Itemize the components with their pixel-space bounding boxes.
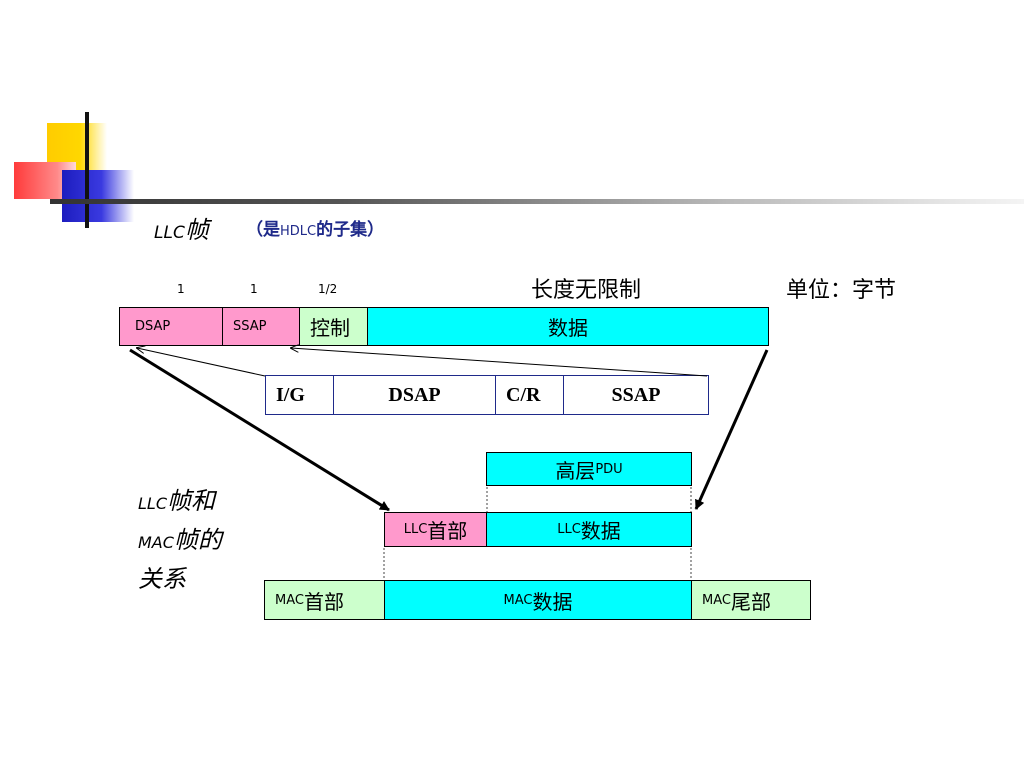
llc-header-cjk: 首部 (427, 519, 468, 543)
relation-caption: LLC帧和 MAC帧的 关系 (138, 483, 222, 597)
arrow-to-llc-header (129, 348, 390, 512)
size-control: 1/2 (318, 282, 338, 296)
page-subtitle: （是HDLC的子集） (246, 215, 384, 240)
length-note: 长度无限制 (531, 278, 642, 303)
addr-cr-label: C/R (506, 383, 541, 406)
deco-vertical-line (85, 112, 89, 228)
llc-header-latin: LLC (403, 522, 428, 537)
expand-line-right (291, 348, 708, 377)
addr-dsap-cell: DSAP (333, 375, 496, 415)
upper-pdu-cjk: 高层 (555, 458, 596, 483)
upper-pdu-latin: PDU (595, 461, 623, 477)
relation-frame-and: 帧和 (167, 487, 215, 515)
deco-horizontal-rule (50, 199, 1024, 204)
title-frame: 帧 (184, 216, 209, 244)
addr-ssap-label: SSAP (611, 383, 661, 406)
llc-control-cell: 控制 (299, 307, 368, 346)
addr-ig-cell: I/G (265, 375, 334, 415)
mac-header-latin: MAC (275, 592, 304, 608)
mac-trailer-cjk: 尾部 (730, 589, 771, 614)
mac-header-cjk: 首部 (303, 589, 344, 614)
relation-line-2: MAC帧的 (138, 522, 222, 561)
unit-note: 单位：字节 (786, 278, 897, 303)
subtitle-hdlc: HDLC (280, 224, 317, 239)
mac-trailer-latin: MAC (702, 592, 731, 608)
llc-dsap-cell: DSAP (119, 307, 223, 346)
llc-dsap-label: DSAP (135, 319, 171, 334)
llc-data-cjk: 数据 (580, 519, 621, 543)
addr-ssap-cell: SSAP (563, 375, 709, 415)
llc-data-label: 数据 (548, 316, 588, 340)
addr-ig-label: I/G (276, 383, 305, 406)
addr-cr-cell: C/R (495, 375, 564, 415)
relation-frame-of: 帧的 (173, 526, 222, 554)
relation-llc: LLC (138, 494, 167, 513)
size-dsap: 1 (177, 282, 185, 296)
arrow-to-llc-data (694, 349, 769, 510)
mac-data-cjk: 数据 (532, 589, 573, 614)
size-ssap: 1 (250, 282, 258, 296)
relation-line-1: LLC帧和 (138, 483, 222, 522)
mac-data-latin: MAC (503, 592, 533, 608)
llc-ssap-cell: SSAP (222, 307, 300, 346)
llc-data-latin: LLC (557, 522, 581, 537)
llc-ssap-label: SSAP (233, 319, 267, 334)
relation-mac: MAC (138, 533, 174, 552)
deco-blue-square (62, 170, 134, 222)
title-llc: LLC (154, 223, 185, 243)
page-title: LLC帧 (154, 210, 209, 244)
subtitle-close: 的子集） (316, 220, 385, 240)
relation-line-3: 关系 (138, 565, 186, 593)
llc-data-cell: 数据 (367, 307, 769, 346)
addr-dsap-label: DSAP (388, 383, 441, 406)
llc-control-label: 控制 (310, 316, 350, 340)
subtitle-open: （是 (246, 220, 280, 240)
expand-line-left (137, 348, 266, 377)
